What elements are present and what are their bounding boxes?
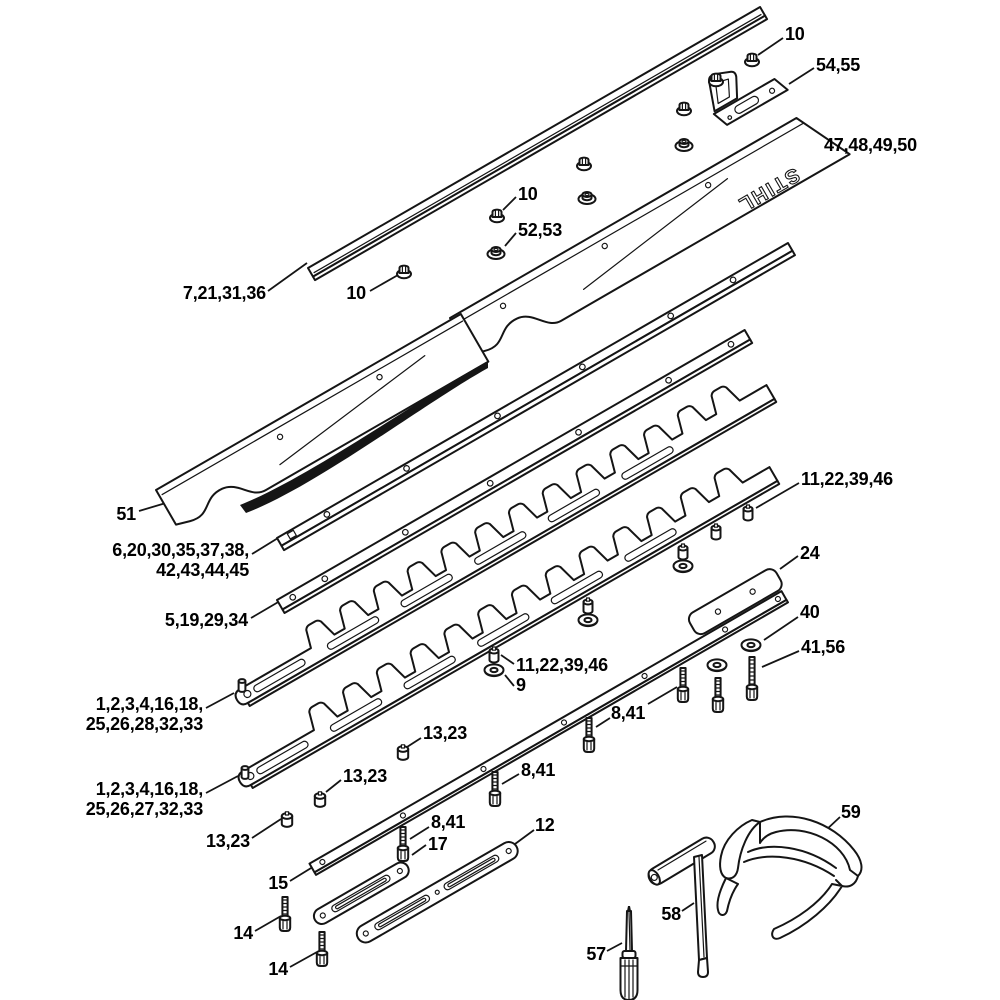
- label-bolt-841-c: 8,41: [431, 812, 466, 832]
- nut-10: [396, 264, 412, 280]
- label-sleeve-a: 13,23: [423, 723, 468, 743]
- label-cover: 47,48,49,50: [824, 135, 917, 155]
- spacer-11-22: [677, 543, 689, 561]
- guide-rail: [276, 242, 796, 552]
- tip-guard: [155, 313, 490, 526]
- bolt-8-41: [676, 667, 690, 703]
- guide-strap-long: [355, 841, 519, 944]
- label-nut-top: 10: [785, 24, 805, 44]
- bolt-8-41: [711, 677, 725, 713]
- label-deflector: 54,55: [816, 55, 861, 75]
- label-bolt-841-a: 8,41: [611, 703, 646, 723]
- label-washer-40: 40: [800, 602, 820, 622]
- label-clamping-strip: 7,21,31,36: [182, 283, 266, 303]
- label-guide-rail-2: 42,43,44,45: [156, 560, 249, 580]
- label-bolt-14-a: 14: [233, 923, 253, 943]
- cutter-blade-lower: [237, 466, 781, 789]
- label-bar-15: 15: [268, 873, 288, 893]
- bolt-41-56: [745, 656, 759, 701]
- washer-9: [672, 559, 694, 574]
- bolt-8-41-17: [396, 826, 410, 862]
- label-screw-17: 17: [428, 834, 448, 854]
- label-washer-9: 9: [516, 675, 526, 695]
- spacer-11-22: [742, 504, 754, 522]
- label-collar-washer: 52,53: [518, 220, 563, 240]
- deflector-bracket: [708, 70, 789, 126]
- nut-10: [708, 72, 724, 88]
- label-plate-24: 24: [800, 543, 820, 563]
- blade-cover: STIHL: [449, 117, 851, 356]
- label-strap-12: 12: [535, 815, 555, 835]
- label-screwdriver: 57: [586, 944, 606, 964]
- label-bolt-841-b: 8,41: [521, 760, 556, 780]
- washer-40: [706, 658, 728, 673]
- sleeve-13-23: [313, 790, 327, 808]
- pressure-strip-15: [308, 590, 789, 876]
- washer-40: [740, 638, 762, 653]
- nut-10: [489, 208, 505, 224]
- screwdriver: [619, 906, 639, 1000]
- safety-glasses: [716, 815, 863, 940]
- label-wrench: 58: [661, 904, 681, 924]
- label-tip-guard: 51: [116, 504, 136, 524]
- spacer-11-22: [488, 646, 500, 664]
- washer-9: [483, 663, 505, 678]
- t-wrench: [647, 836, 716, 978]
- label-bolt-41-56: 41,56: [801, 637, 846, 657]
- label-sleeve-c: 13,23: [205, 831, 250, 851]
- spacer-11-22: [582, 597, 594, 615]
- label-blade-lower-1: 1,2,3,4,16,18,: [95, 779, 203, 799]
- label-nut-mid: 10: [518, 184, 538, 204]
- label-support-bar: 5,19,29,34: [164, 610, 248, 630]
- spacer-11-22: [710, 523, 722, 541]
- bolt-14: [278, 896, 292, 932]
- label-blade-upper-2: 25,26,28,32,33: [85, 714, 204, 734]
- cutter-blade-upper: [234, 384, 778, 707]
- label-sleeve-b: 13,23: [343, 766, 388, 786]
- label-bolt-14-b: 14: [268, 959, 288, 979]
- bolt-14: [315, 931, 329, 967]
- washer-9: [577, 613, 599, 628]
- label-spacer-right: 11,22,39,46: [801, 469, 893, 489]
- nut-10: [576, 156, 592, 172]
- clamping-strip: [306, 6, 769, 282]
- sleeve-13-23: [280, 810, 294, 828]
- label-blade-upper-1: 1,2,3,4,16,18,: [95, 694, 203, 714]
- label-blade-lower-2: 25,26,27,32,33: [85, 799, 204, 819]
- label-spacer-mid: 11,22,39,46: [516, 655, 608, 675]
- nut-10: [676, 101, 692, 117]
- bolt-8-41: [488, 771, 502, 807]
- cover-plate-24: [687, 568, 783, 636]
- label-guide-rail-1: 6,20,30,35,37,38,: [112, 540, 249, 560]
- support-bar: [276, 329, 754, 614]
- blade-pivot-pin: [240, 765, 250, 780]
- label-glasses: 59: [841, 802, 861, 822]
- sleeve-13-23: [396, 743, 410, 761]
- guide-strap-short: [312, 861, 410, 925]
- bolt-8-41: [582, 717, 596, 753]
- label-nut-left: 10: [346, 283, 366, 303]
- nut-10: [744, 52, 760, 68]
- blade-pivot-pin: [237, 678, 247, 693]
- collar-washer: [577, 191, 597, 205]
- collar-washer-52-53: [486, 246, 506, 260]
- collar-washer: [674, 138, 694, 152]
